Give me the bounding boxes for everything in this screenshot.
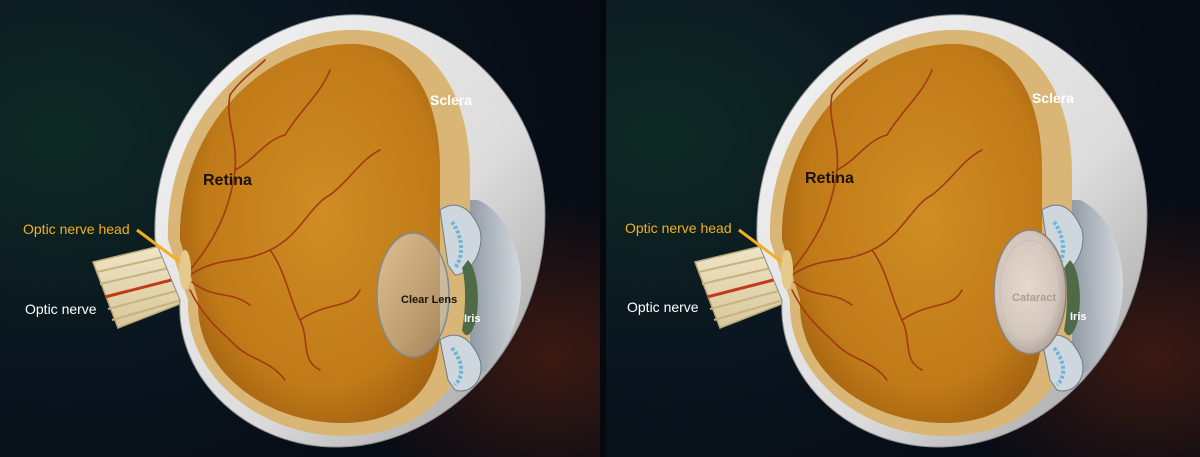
lens-label: Clear Lens [401,294,457,306]
optic-disc [179,250,191,290]
clear-lens [376,232,450,358]
retina-label: Retina [203,172,252,189]
normal-eye-illustration: Sclera Retina Optic nerve head Optic ner… [0,0,600,457]
iris-label: Iris [464,313,481,325]
optic-nerve-label: Optic nerve [25,301,97,317]
panel-divider [600,0,606,457]
iris-label: Iris [1070,311,1087,323]
cataract-eye-panel: Sclera Retina Optic nerve head Optic ner… [600,0,1200,457]
cataract-eye-illustration: Sclera Retina Optic nerve head Optic ner… [600,0,1200,457]
optic-nerve-head-pointer [136,228,181,264]
retinal-vessels [791,59,983,381]
cataract-lens [993,229,1067,355]
cornea [470,200,521,380]
sclera-label: Sclera [1032,90,1074,106]
optic-nerve-label: Optic nerve [627,299,699,315]
optic-disc [781,250,793,290]
normal-eye-panel: Sclera Retina Optic nerve head Optic ner… [0,0,600,457]
iris [462,260,478,336]
retina [179,43,440,424]
sclera-label: Sclera [430,92,472,108]
ciliary-body [439,204,482,392]
retina [781,43,1042,424]
retinal-vessels [189,59,381,381]
optic-nerve-head-label: Optic nerve head [625,220,732,236]
optic-nerve-head-pointer [738,228,783,264]
optic-nerve-head-label: Optic nerve head [23,221,130,237]
cornea [1072,200,1123,380]
retina-label: Retina [805,170,854,187]
lens-label: Cataract [1012,292,1056,304]
iris [1064,260,1080,336]
